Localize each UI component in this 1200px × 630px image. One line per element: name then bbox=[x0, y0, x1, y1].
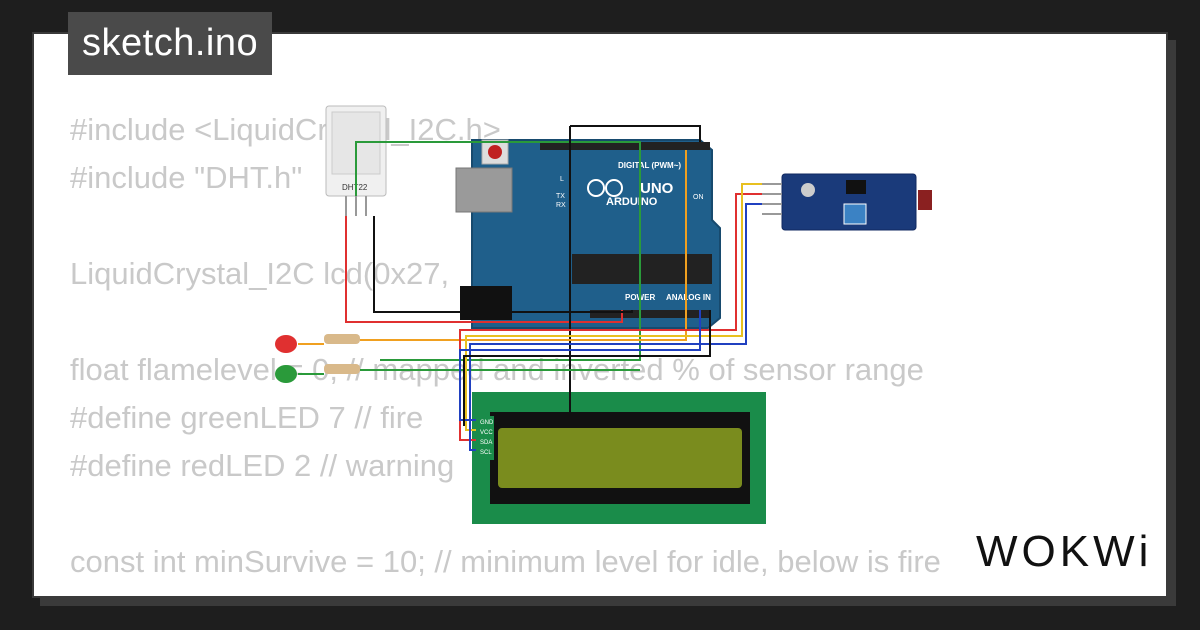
atmega-chip bbox=[572, 254, 712, 284]
usb-port bbox=[455, 167, 513, 213]
wire-flame-do bbox=[469, 203, 762, 451]
code-line: #define redLED 2 // warning bbox=[70, 448, 455, 483]
wires bbox=[298, 125, 762, 451]
lcd-pin-vcc: VCC bbox=[480, 430, 493, 436]
lcd-pin-scl: SCL bbox=[480, 450, 492, 456]
resistor-2[interactable] bbox=[324, 364, 360, 374]
wire-red-led bbox=[298, 150, 687, 345]
code-line: const int minSurvive = 10; // minimum le… bbox=[70, 544, 941, 579]
wire-dht-vcc bbox=[345, 216, 623, 323]
wire-flame-vcc bbox=[459, 193, 762, 441]
arduino-logo-left bbox=[587, 179, 605, 197]
analog-label: ANALOG IN bbox=[666, 293, 711, 302]
lcd-pin-gnd: GND bbox=[480, 420, 494, 426]
wire-flame-a0 bbox=[465, 183, 762, 431]
code-line: LiquidCrystal_I2C lcd(0x27, bbox=[70, 256, 450, 291]
wire-lcd-gnd bbox=[463, 310, 711, 426]
arduino-model-text: UNO bbox=[640, 180, 674, 197]
file-title: sketch.ino bbox=[82, 22, 259, 64]
rx-label: RX bbox=[556, 202, 566, 209]
wire-dht-gnd bbox=[373, 216, 633, 313]
wire-green-led bbox=[298, 369, 640, 375]
code-background: #include <LiquidCrystal_I2C.h>#include "… bbox=[70, 106, 941, 596]
dht-label: DHT22 bbox=[342, 183, 368, 192]
code-line: const int idleLevel = 25; // max reading… bbox=[70, 586, 941, 596]
analog-power-header bbox=[590, 310, 710, 318]
wire-top-black bbox=[570, 125, 701, 142]
tx-label: TX bbox=[556, 193, 565, 200]
code-line: #include "DHT.h" bbox=[70, 160, 303, 195]
red-led[interactable] bbox=[275, 335, 297, 353]
lcd-pin-sda: SDA bbox=[480, 440, 492, 446]
green-led[interactable] bbox=[275, 365, 297, 383]
arduino-uno-board[interactable]: ARDUINO UNO DIGITAL (PWM~) POWER ANALOG … bbox=[455, 139, 721, 329]
arduino-logo-right bbox=[605, 179, 623, 197]
l-label: L bbox=[560, 176, 564, 183]
code-line: #define greenLED 7 // fire bbox=[70, 400, 424, 435]
wokwi-logo: WOKWi bbox=[976, 527, 1153, 576]
wire-dht-data bbox=[355, 141, 641, 361]
reset-button-cap bbox=[488, 145, 502, 159]
arduino-brand-text: ARDUINO bbox=[606, 196, 658, 208]
power-jack bbox=[460, 286, 512, 320]
flame-sensor-module[interactable] bbox=[762, 173, 932, 231]
wire-lcd-scl bbox=[459, 310, 701, 421]
digital-label: DIGITAL (PWM~) bbox=[618, 161, 681, 170]
file-title-tab[interactable]: sketch.ino bbox=[68, 12, 273, 75]
on-label: ON bbox=[693, 194, 704, 201]
code-line: float flamelevel = 0; // mapped and inve… bbox=[70, 352, 924, 387]
digital-header bbox=[540, 142, 710, 150]
lcd-1602-i2c[interactable]: GND VCC SDA SCL bbox=[472, 392, 766, 524]
resistor-1[interactable] bbox=[324, 334, 360, 344]
